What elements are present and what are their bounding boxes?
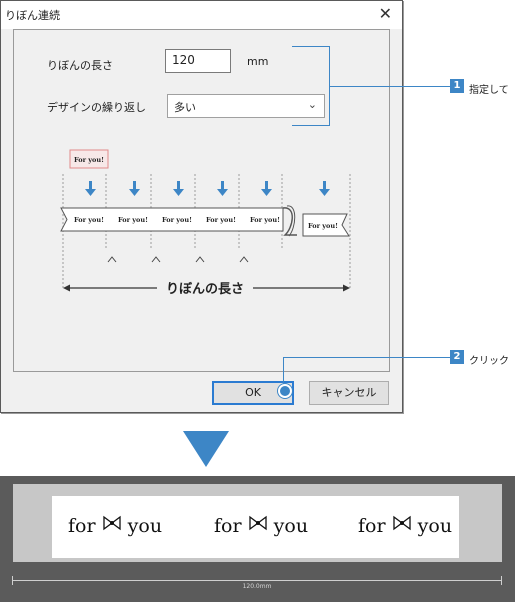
click-point-icon: [278, 384, 292, 398]
bow-icon: [102, 513, 122, 538]
chevron-down-icon: ⌄: [307, 98, 317, 111]
placement-arrows: [85, 181, 330, 196]
length-caption: りぼんの長さ: [166, 282, 244, 297]
title-bar: りぼん連続 ✕: [1, 1, 402, 29]
step-badge-1: 1: [450, 79, 464, 93]
ribbon-print-area: for you for you for you: [52, 496, 459, 558]
ribbon-strip: for you for you for you: [13, 484, 502, 562]
ribbon-text-1: For you!: [74, 216, 104, 224]
dialog-title: りぼん連続: [5, 9, 60, 22]
measure-label: 120.0mm: [242, 583, 272, 590]
design-repeat-select[interactable]: 多い ⌄: [167, 94, 325, 118]
cancel-button[interactable]: キャンセル: [309, 381, 389, 405]
motif-word: for: [214, 514, 242, 537]
ribbon-text-5: For you!: [250, 216, 280, 224]
motif-word: for: [68, 514, 96, 537]
step-note-1: 指定して: [469, 85, 509, 96]
ribbon-curl: [282, 207, 297, 236]
down-arrow-icon: [183, 431, 229, 467]
motif-3: for you: [358, 513, 452, 538]
bow-icon: [392, 513, 412, 538]
ribbon-text-3: For you!: [162, 216, 192, 224]
ribbon-repeat-dialog: りぼん連続 ✕ りぼんの長さ 120 mm デザインの繰り返し 多い ⌄ For…: [0, 0, 403, 413]
annotation-leader-2: [283, 357, 450, 388]
ribbon-preview: for you for you for you: [0, 476, 515, 602]
motif-2: for you: [214, 513, 308, 538]
motif-word: you: [127, 514, 163, 537]
bow-icon: [248, 513, 268, 538]
motif-word: you: [417, 514, 453, 537]
motif-word: you: [273, 514, 309, 537]
length-unit-label: mm: [247, 55, 269, 68]
design-repeat-value: 多い: [174, 101, 196, 114]
step-note-2: クリック: [469, 356, 509, 367]
design-repeat-label: デザインの繰り返し: [47, 101, 146, 114]
annotation-leader-1: [330, 86, 450, 87]
motif-1: for you: [68, 513, 162, 538]
ribbon-length-label: りぼんの長さ: [47, 59, 113, 72]
ribbon-band: [60, 207, 284, 232]
ribbon-text-2: For you!: [118, 216, 148, 224]
settings-bracket: [292, 46, 330, 126]
motif-word: for: [358, 514, 386, 537]
sample-label: For you!: [74, 156, 104, 164]
close-icon[interactable]: ✕: [378, 4, 392, 23]
step-badge-2: 2: [450, 350, 464, 364]
ribbon-tail-text: For you!: [308, 222, 338, 230]
length-measure: 120.0mm: [12, 576, 502, 592]
ribbon-length-input[interactable]: 120: [165, 49, 231, 73]
ribbon-tail: [302, 213, 350, 237]
ribbon-text-4: For you!: [206, 216, 236, 224]
settings-frame: [13, 29, 390, 372]
ribbon-diagram: For you! For you! For you! For you! For …: [60, 149, 351, 297]
